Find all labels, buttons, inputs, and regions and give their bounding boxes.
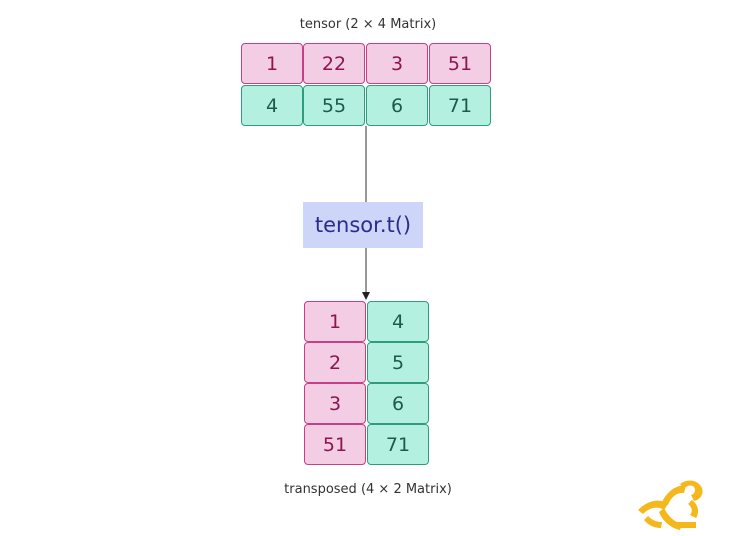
transpose-operation: tensor.t() [303, 202, 423, 248]
output-cell: 71 [367, 424, 429, 465]
output-cell: 5 [367, 342, 429, 383]
input-cell: 51 [429, 43, 491, 84]
output-cell: 3 [304, 383, 366, 424]
input-cell: 22 [303, 43, 365, 84]
output-matrix-caption: transposed (4 × 2 Matrix) [284, 482, 452, 497]
input-cell: 55 [303, 85, 365, 126]
output-cell: 4 [367, 301, 429, 342]
input-cell: 3 [366, 43, 428, 84]
input-cell: 4 [241, 85, 303, 126]
input-cell: 71 [429, 85, 491, 126]
runner-logo-icon [638, 480, 703, 530]
output-cell: 1 [304, 301, 366, 342]
input-matrix-caption: tensor (2 × 4 Matrix) [299, 17, 437, 32]
output-cell: 2 [304, 342, 366, 383]
input-cell: 1 [241, 43, 303, 84]
input-cell: 6 [366, 85, 428, 126]
output-cell: 51 [304, 424, 366, 465]
output-cell: 6 [367, 383, 429, 424]
